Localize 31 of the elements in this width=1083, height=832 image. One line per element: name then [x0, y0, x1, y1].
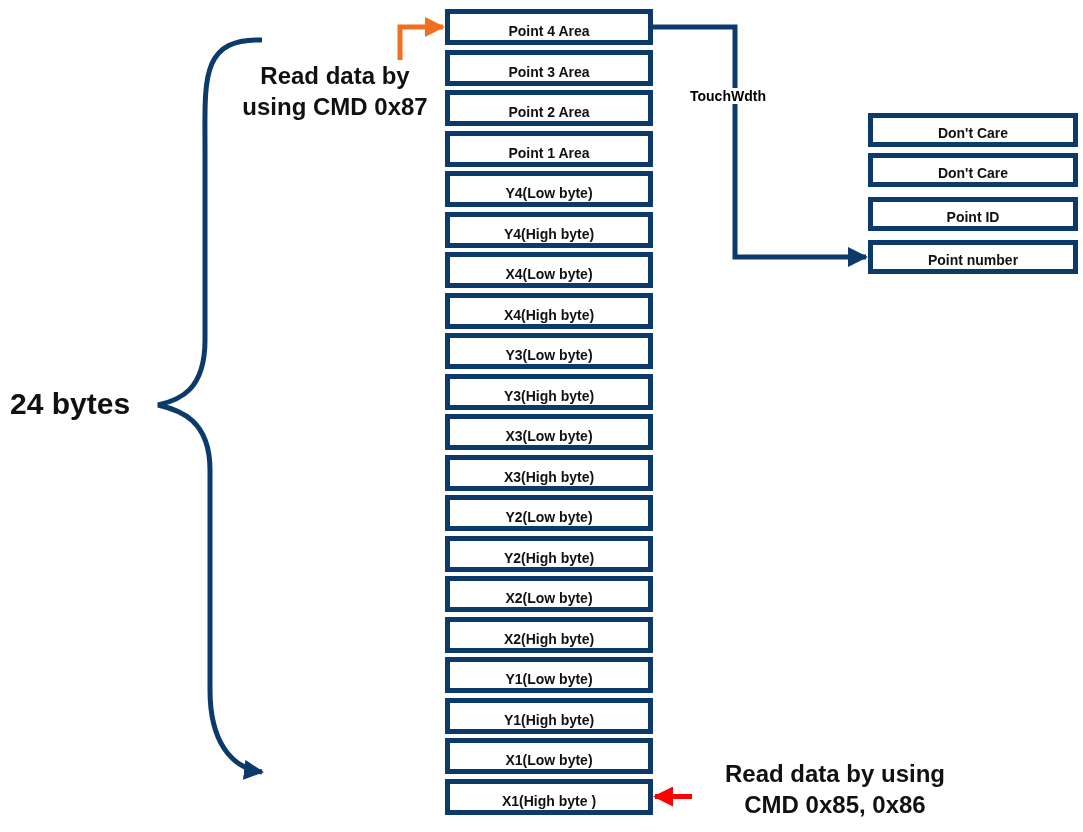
byte-field: Point ID [868, 197, 1078, 231]
byte-field: Y1(Low byte) [445, 657, 653, 693]
note-text: Read data by using CMD 0x85, 0x86 [700, 758, 970, 824]
byte-field: X2(High byte) [445, 616, 653, 653]
byte-field: X3(High byte) [445, 454, 653, 491]
byte-field: Y4(High byte) [445, 211, 653, 248]
note-text: Read data by using CMD 0x87 [228, 60, 442, 124]
byte-field: Y2(High byte) [445, 535, 653, 572]
byte-field: Y3(High byte) [445, 373, 653, 410]
byte-field: Don't Care [868, 153, 1078, 187]
byte-field: X4(High byte) [445, 292, 653, 329]
byte-field: Y2(Low byte) [445, 495, 653, 531]
size-label: 24 bytes [10, 388, 131, 419]
byte-field: Point 4 Area [445, 9, 653, 45]
byte-field: Y4(Low byte) [445, 171, 653, 207]
byte-field: Don't Care [868, 113, 1078, 147]
byte-field: Point number [868, 240, 1078, 274]
byte-field: X1(High byte ) [445, 778, 653, 815]
byte-field: X4(Low byte) [445, 252, 653, 288]
byte-field: Y3(Low byte) [445, 333, 653, 369]
byte-field: X1(Low byte) [445, 738, 653, 774]
arrow [653, 786, 692, 807]
arrow [653, 24, 868, 267]
byte-field: X3(Low byte) [445, 414, 653, 450]
byte-field: X2(Low byte) [445, 576, 653, 612]
arrow [397, 17, 445, 60]
edge-label: TouchWdth [688, 88, 768, 104]
byte-field: Y1(High byte) [445, 697, 653, 734]
byte-field: Point 2 Area [445, 90, 653, 126]
byte-field: Point 1 Area [445, 130, 653, 167]
byte-field: Point 3 Area [445, 49, 653, 86]
